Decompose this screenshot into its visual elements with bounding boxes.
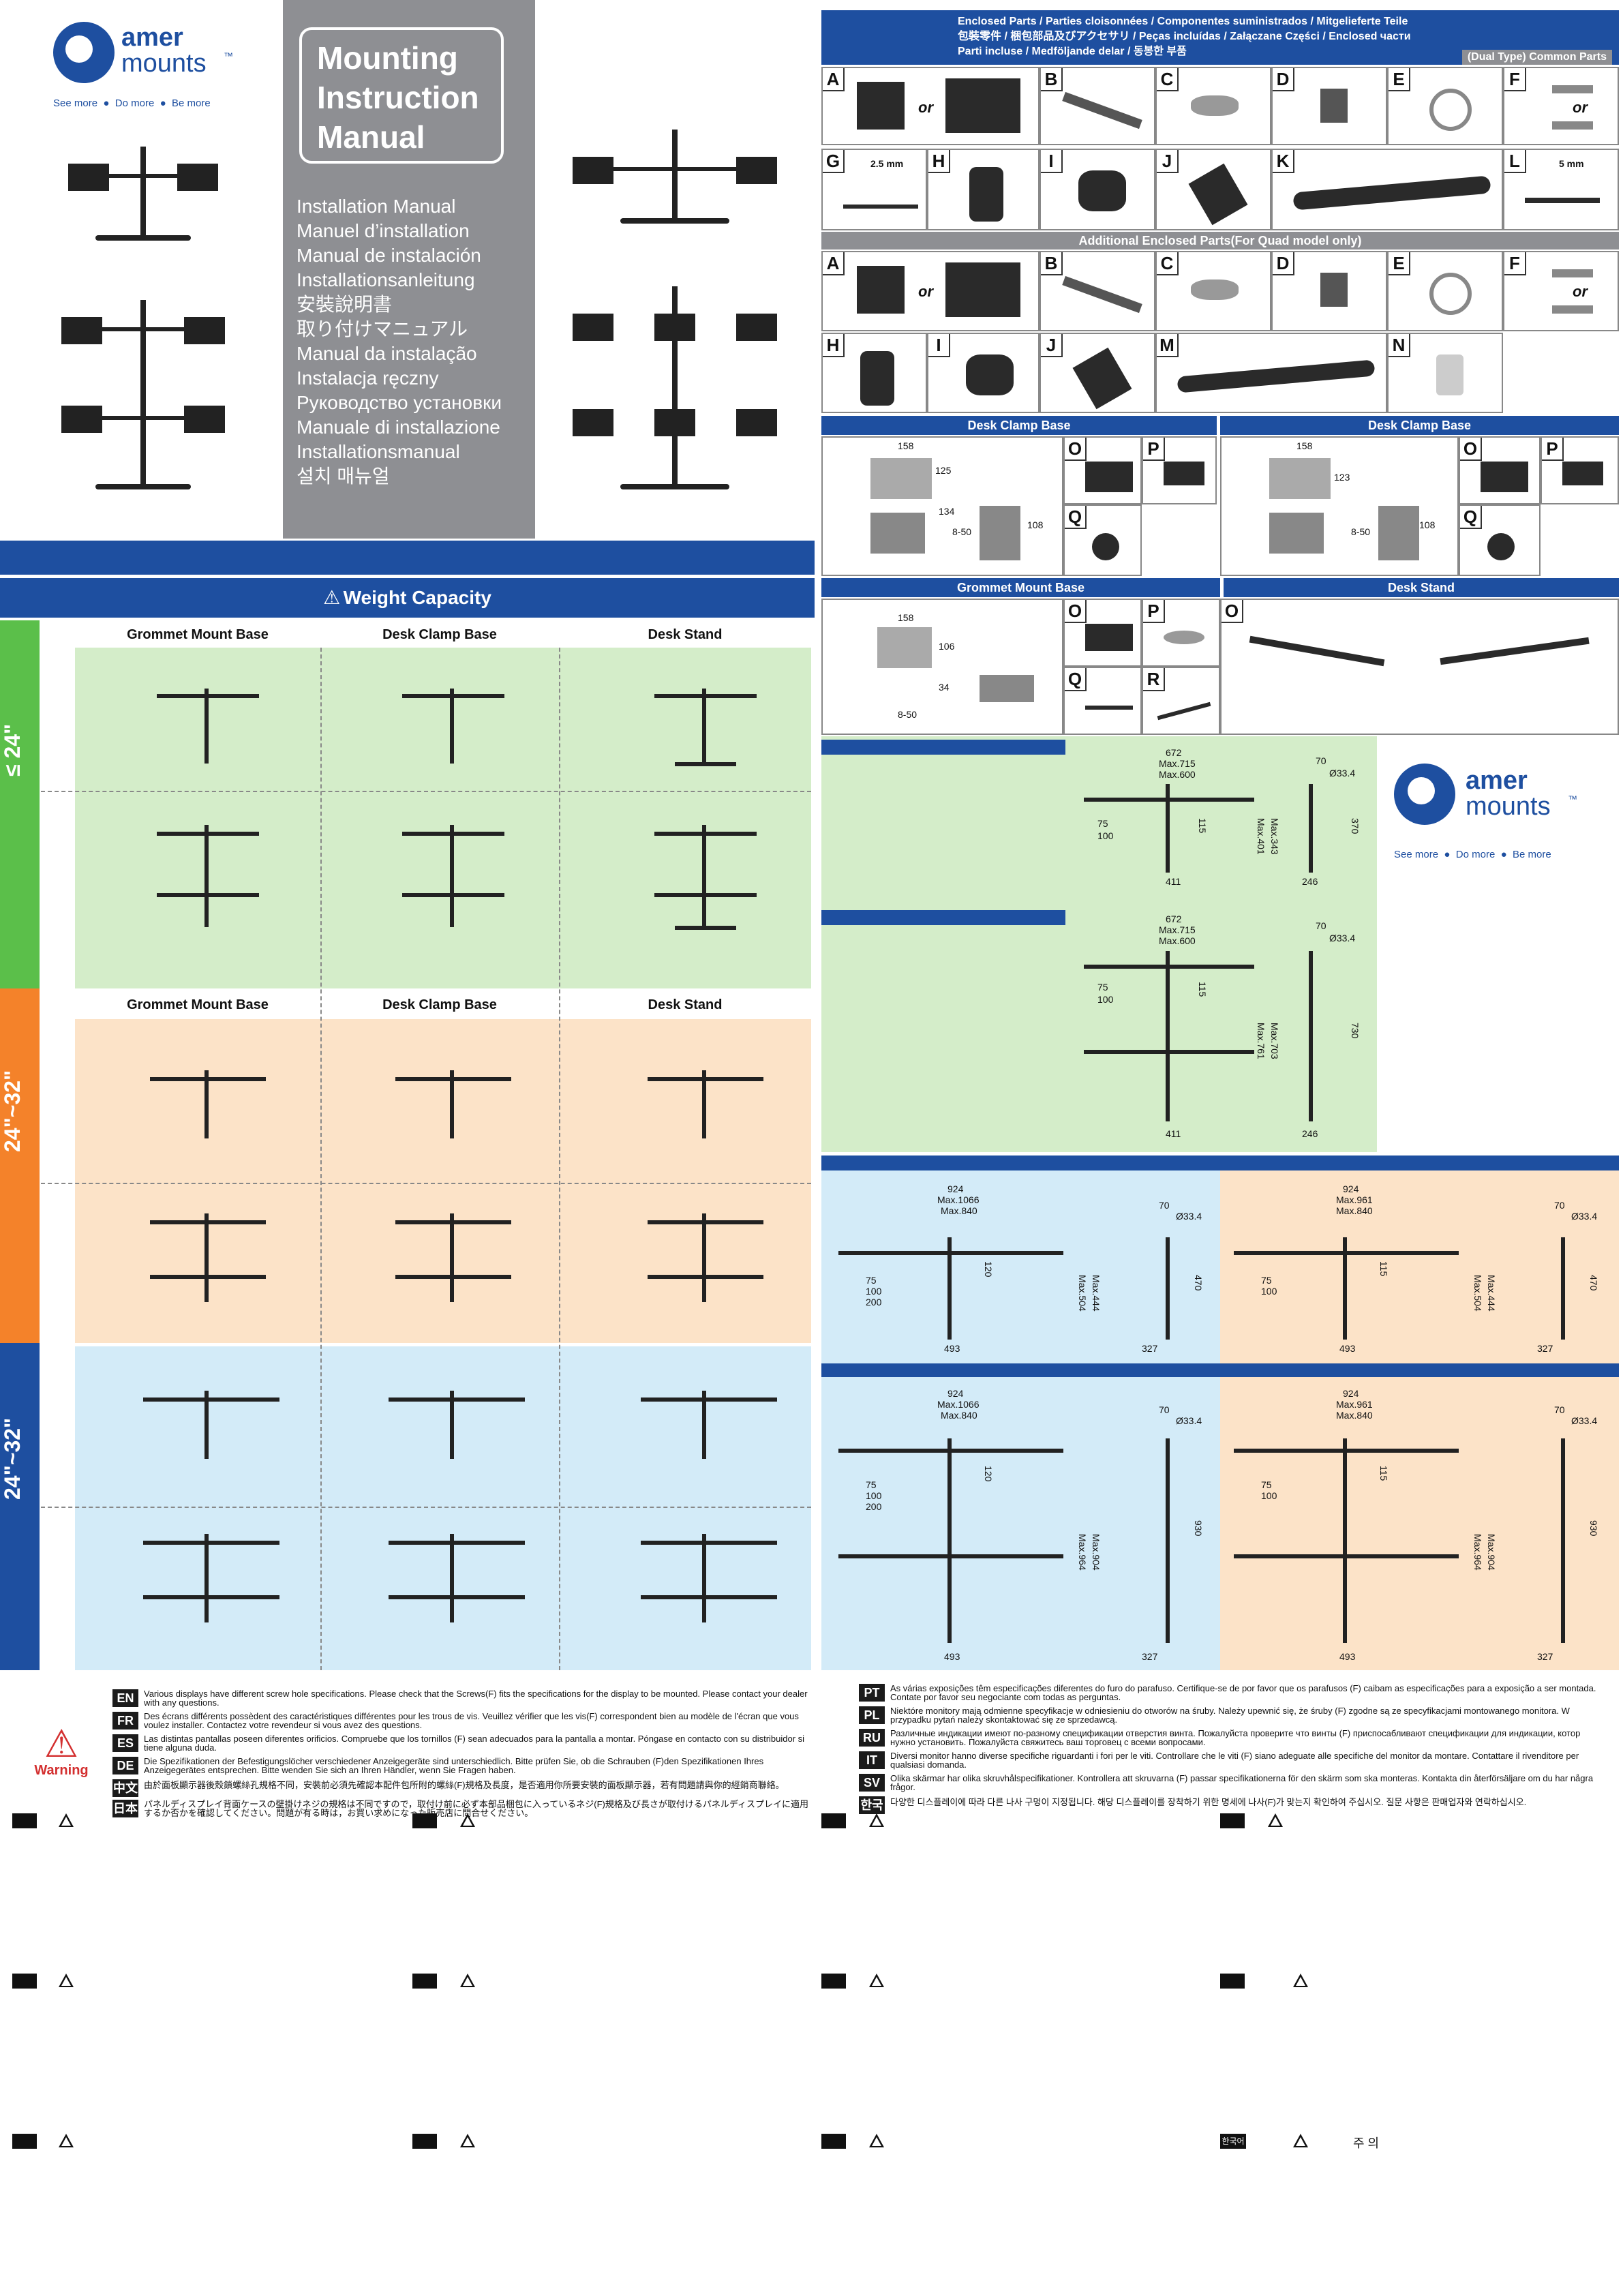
part-P-grommet: P [1142,599,1220,667]
part-Q-grommet: Q [1063,667,1142,735]
dim-diagram-1: 672 Max.715 Max.600 75 100 115 411 70 Ø3… [1063,743,1377,910]
brand-logo-right: amer mounts ™ See more ● Do more ● Be mo… [1391,757,1609,866]
part-P-clamp-2: P [1541,436,1619,504]
col-header-stand: Desk Stand [648,627,723,642]
part-D: D [1271,67,1387,145]
desk-stand-bar: Desk Stand [1224,578,1619,597]
warning-label: Warning [34,1763,89,1778]
part-O-grommet: O [1063,599,1142,667]
col-header-clamp-2: Desk Clamp Base [382,997,497,1012]
weight-title-bar: ⚠ Weight Capacity [0,578,815,618]
dual-label: (Dual Type) Common Parts [1461,50,1612,65]
dim-diagram-2: 672 Max.715 Max.600 75 100 115 411 70 Ø3… [1063,913,1377,1145]
tab-range-24-32-b: 24"~32" [0,1343,40,1670]
dimension-area-orange-1 [1220,1170,1619,1375]
brand-tagline: See more ● Do more ● Be more [53,97,211,109]
dim-diagram-3: 924 Max.1066 Max.840 75 100 200 120 493 … [832,1179,1213,1360]
part-M: M [1155,333,1387,413]
clamp-diagram-1: 158 125 134 8-50 108 [821,436,1063,576]
part-E-quad: E [1387,251,1503,331]
title-panel: Mounting Instruction Manual Installation… [283,0,535,539]
korean-note: 주 의 [1353,2136,1380,2150]
part-N: N [1387,333,1503,413]
section-green [75,648,811,988]
product-image-six [573,286,777,498]
warning-triangle-icon: ⚠ [44,1722,79,1765]
part-R-grommet: R [1142,667,1220,735]
part-E: E [1387,67,1503,145]
col-header-stand-2: Desk Stand [648,997,723,1012]
dimension-area-blue-2 [821,1377,1220,1670]
part-C-quad: C [1155,251,1271,331]
part-I: I [1040,149,1155,230]
col-header-grommet: Grommet Mount Base [127,627,269,642]
weight-sample-grid [75,648,811,1670]
dim-diagram-6: 924 Max.961 Max.840 75 100 115 493 70 Ø3… [1227,1384,1609,1667]
part-J-quad: J [1040,333,1155,413]
weight-title: Weight Capacity [343,587,491,608]
part-K: K [1271,149,1503,230]
col-header-clamp: Desk Clamp Base [382,627,497,642]
desk-stand-parts: O [1220,599,1619,735]
product-image-triple [573,130,777,225]
brand-logo: amer mounts ™ [53,20,244,102]
part-O-clamp-1: O [1063,436,1142,504]
clamp-diagram-2: 158 123 8-50 108 [1220,436,1459,576]
part-C: C [1155,67,1271,145]
dimension-area-top [821,736,1377,1152]
part-Q-clamp-1: Q [1063,504,1142,576]
dimension-area-orange-2 [1220,1377,1619,1670]
desk-clamp-bar-2: Desk Clamp Base [1220,416,1619,435]
part-B: B [1040,67,1155,145]
brand-tm: ™ [224,50,233,61]
part-J: J [1155,149,1271,230]
part-I-quad: I [927,333,1040,413]
desk-clamp-bar-1: Desk Clamp Base [821,416,1217,435]
part-H: H [927,149,1040,230]
part-H-quad: H [821,333,927,413]
dim-diagram-5: 924 Max.1066 Max.840 75 100 200 120 493 … [832,1384,1213,1667]
dim-diagram-4: 924 Max.961 Max.840 75 100 115 493 70 Ø3… [1227,1179,1609,1360]
part-P-clamp-1: P [1142,436,1217,504]
col-header-grommet-2: Grommet Mount Base [127,997,269,1012]
product-image-quad [61,300,225,498]
weight-top-bar [0,541,815,575]
manual-title: Mounting Instruction Manual [299,27,504,164]
part-Q-clamp-2: Q [1459,504,1541,576]
brand-name-bottom: mounts [121,49,207,78]
language-list: Installation Manual Manuel d’installatio… [297,196,502,487]
section-orange [75,1019,811,1343]
grommet-bar: Grommet Mount Base [821,578,1220,597]
brand-name-top: amer [121,23,183,52]
tab-range-24-32-a: 24"~32" [0,988,40,1343]
warning-icon: ⚠ [323,587,341,608]
dimension-area-blue-1 [821,1170,1220,1375]
korean-code-badge: 한국어 [1220,2134,1246,2149]
part-O-clamp-2: O [1459,436,1541,504]
tab-range-24: ≤ 24" [0,620,40,988]
parts-header: Enclosed Parts / Parties cloisonnées / C… [821,10,1619,65]
product-image-dual [68,147,218,249]
grommet-diagram: 158 106 34 8-50 [821,599,1063,735]
additional-parts-bar: Additional Enclosed Parts(For Quad model… [821,232,1619,250]
warning-block: ⚠ Warning [27,1725,95,1779]
part-B-quad: B [1040,251,1155,331]
part-D-quad: D [1271,251,1387,331]
